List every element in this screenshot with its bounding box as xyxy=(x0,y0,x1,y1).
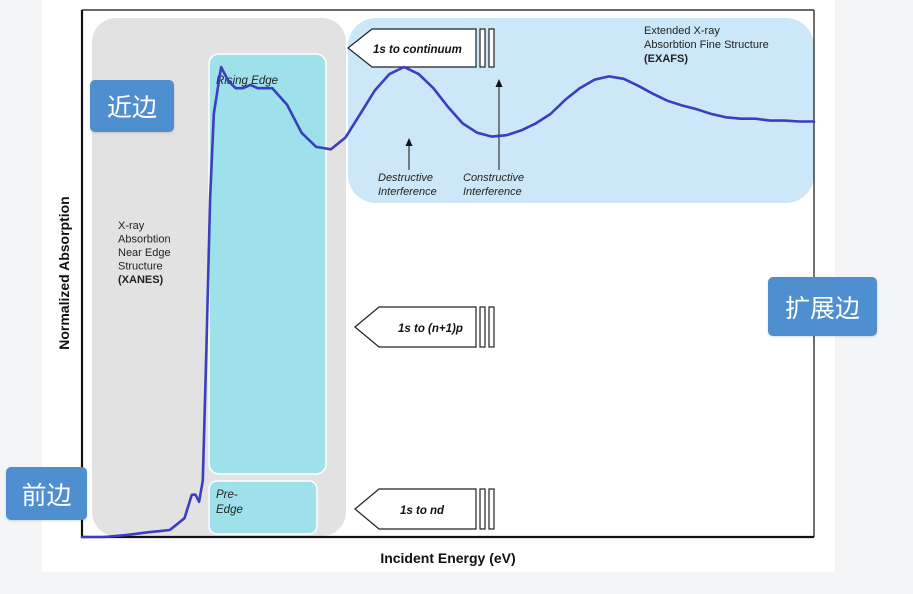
xas-chart-figure: Rising Edge Pre-Edge X-ray Absorbtion Ne… xyxy=(42,0,835,572)
pre-edge-label-line-1: Pre- xyxy=(216,489,238,501)
nd-arrow-shape xyxy=(354,488,477,530)
nd-bar-2 xyxy=(488,488,495,530)
xanes-label-line-1: X-ray xyxy=(118,220,145,232)
constructive-arrow-head xyxy=(495,79,503,87)
transition-arrow-continuum: 1s to continuum xyxy=(347,28,495,68)
xanes-sublabel: (XANES) xyxy=(118,274,164,286)
xanes-label-line-3: Near Edge xyxy=(118,247,171,259)
pre-edge-region xyxy=(208,480,318,535)
xanes-label-line-2: Absorbtion xyxy=(118,234,171,246)
rising-edge-region xyxy=(208,53,327,475)
xanes-label-line-4: Structure xyxy=(118,261,163,273)
np-arrow-shape xyxy=(354,306,477,348)
pre-edge-label: Pre- Edge xyxy=(216,489,243,516)
destructive-interference-label: Destructive Interference xyxy=(378,172,437,198)
np-transition-label: 1s to (n+1)p xyxy=(398,323,463,335)
transition-arrow-np: 1s to (n+1)p xyxy=(354,306,495,348)
np-bar-1 xyxy=(479,306,486,348)
transition-arrow-nd: 1s to nd xyxy=(354,488,495,530)
nd-transition-label: 1s to nd xyxy=(400,505,445,517)
exafs-label-line-2: Absorbtion Fine Structure xyxy=(644,39,769,51)
absorption-series-line xyxy=(80,65,816,539)
constructive-label-line-2: Interference xyxy=(463,186,522,198)
extended-edge-tag: 扩展边 xyxy=(768,277,877,336)
exafs-sublabel: (EXAFS) xyxy=(644,53,688,65)
xanes-label: X-ray Absorbtion Near Edge Structure (XA… xyxy=(118,220,174,286)
exafs-label-line-1: Extended X-ray xyxy=(644,25,720,37)
continuum-bar-2 xyxy=(488,28,495,68)
exafs-label: Extended X-ray Absorbtion Fine Structure… xyxy=(644,25,772,65)
pre-edge-label-line-2: Edge xyxy=(216,504,243,516)
continuum-bar-1 xyxy=(479,28,486,68)
destructive-arrow-head xyxy=(405,138,413,146)
y-axis-label: Normalized Absorption xyxy=(56,196,72,350)
constructive-label-line-1: Constructive xyxy=(463,172,524,184)
x-axis-label: Incident Energy (eV) xyxy=(380,550,515,566)
continuum-arrow-shape xyxy=(347,28,477,68)
destructive-label-line-2: Interference xyxy=(378,186,437,198)
np-bar-2 xyxy=(488,306,495,348)
near-edge-tag: 近边 xyxy=(90,80,174,132)
destructive-label-line-1: Destructive xyxy=(378,172,433,184)
continuum-transition-label: 1s to continuum xyxy=(373,44,462,56)
nd-bar-1 xyxy=(479,488,486,530)
xas-chart: Rising Edge Pre-Edge X-ray Absorbtion Ne… xyxy=(56,9,816,566)
pre-edge-tag: 前边 xyxy=(6,467,87,520)
constructive-interference-label: Constructive Interference xyxy=(463,172,527,198)
